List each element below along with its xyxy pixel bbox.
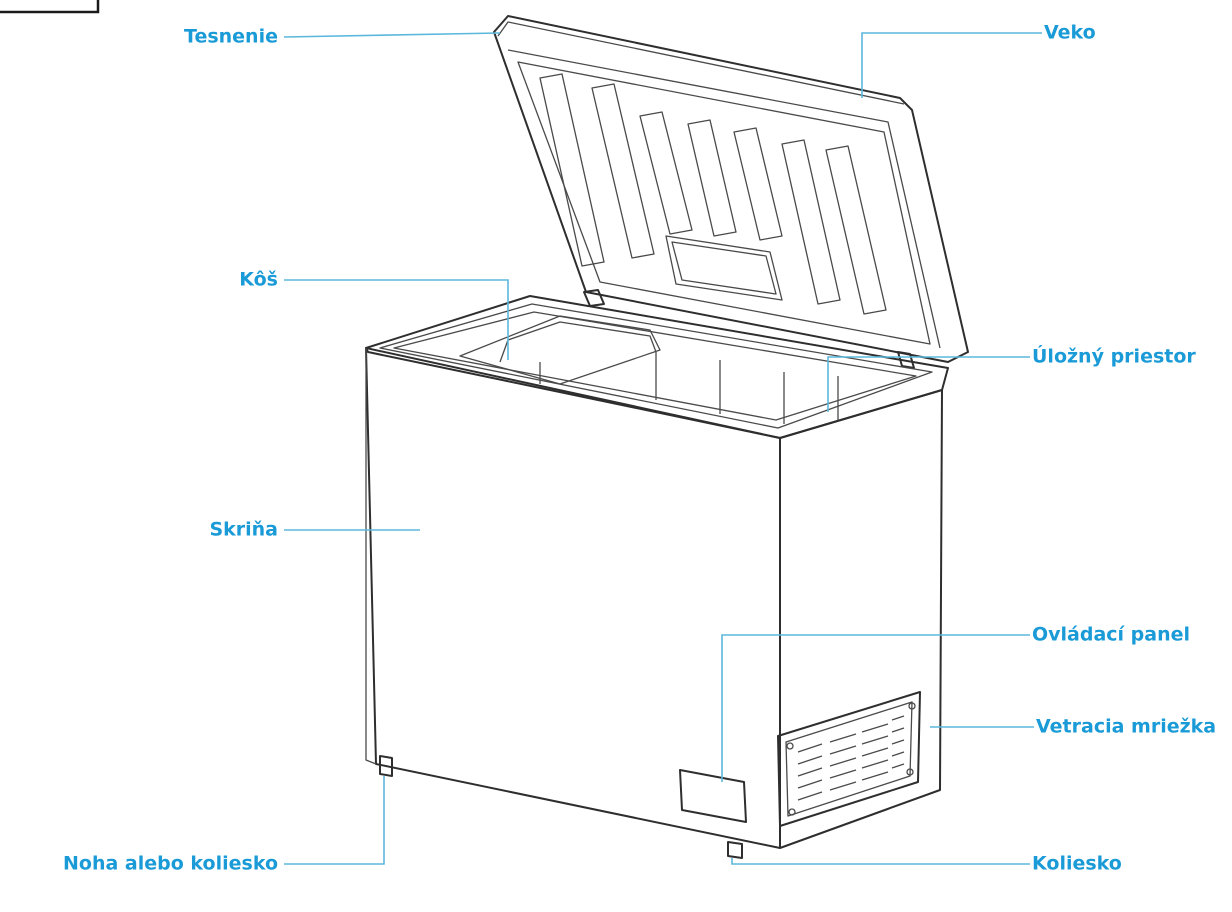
- label-wheel: Koliesko: [1032, 853, 1122, 875]
- label-vent-grille: Vetracia mriežka: [1036, 716, 1216, 738]
- leader-foot-or-wheel: [284, 776, 385, 865]
- label-foot-or-wheel: Noha alebo koliesko: [63, 853, 278, 875]
- label-cabinet: Skriňa: [209, 519, 278, 541]
- corner-frame: [0, 0, 100, 14]
- label-control-panel: Ovládací panel: [1032, 624, 1190, 646]
- label-basket: Kôš: [239, 269, 278, 291]
- control-panel-drawing: [679, 769, 747, 823]
- label-gasket: Tesnenie: [184, 26, 278, 48]
- leader-wheel: [731, 858, 1030, 865]
- leader-lines: [283, 32, 1042, 865]
- leader-basket: [284, 279, 509, 360]
- wheel-front-drawing: [727, 841, 743, 859]
- leader-control-panel: [721, 634, 1030, 782]
- label-lid: Veko: [1044, 22, 1096, 44]
- lid-drawing: [493, 15, 969, 369]
- leader-storage: [827, 356, 1030, 412]
- label-storage: Úložný priestor: [1032, 344, 1196, 368]
- leader-lid: [861, 32, 1042, 98]
- foot-left-drawing: [379, 755, 393, 777]
- vent-grille-drawing: [777, 691, 921, 827]
- callout-labels: Tesnenie Veko Kôš Úložný priestor Skriňa…: [63, 22, 1216, 875]
- leader-gasket: [283, 32, 501, 38]
- freezer-illustration: [365, 15, 969, 859]
- cabinet-body-drawing: [365, 347, 943, 849]
